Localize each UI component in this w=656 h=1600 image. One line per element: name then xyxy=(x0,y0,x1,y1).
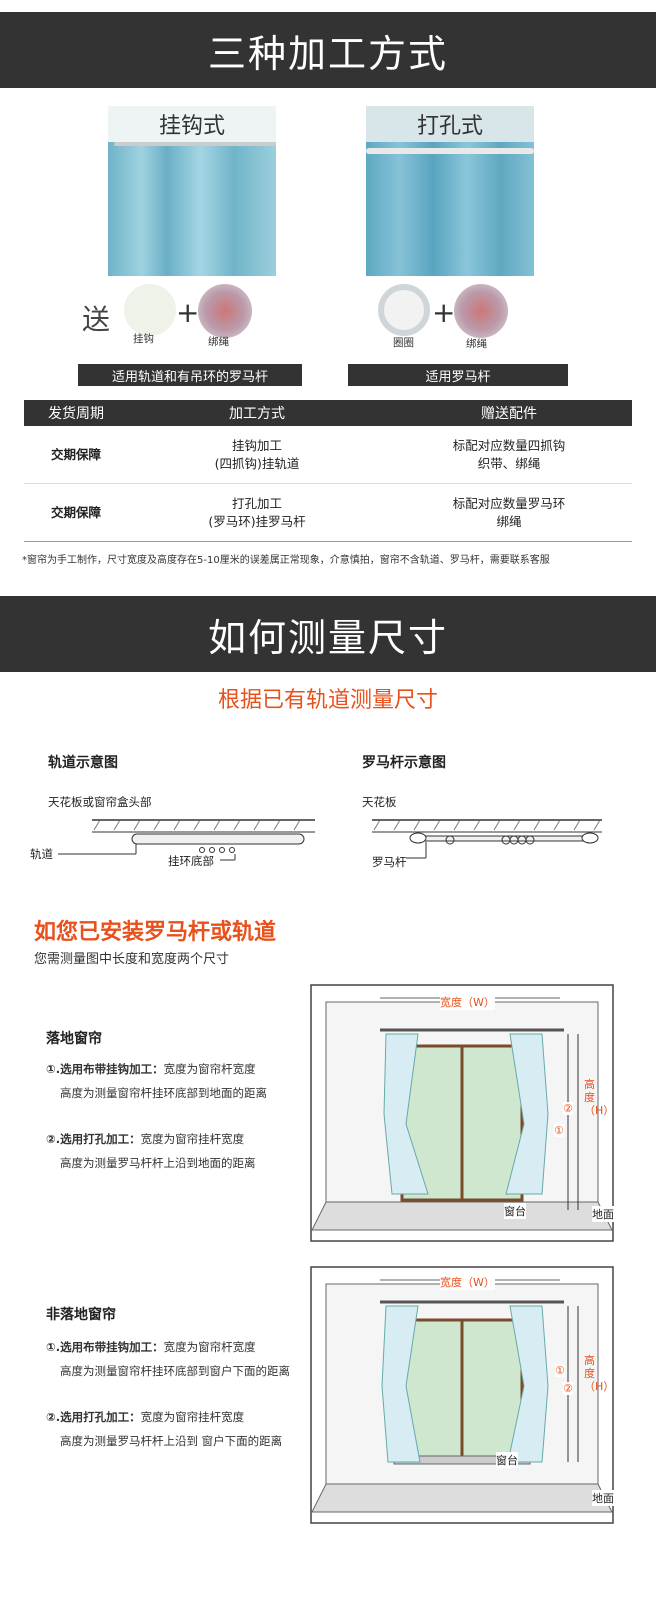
ring-bottom-label: 挂环底部 xyxy=(168,854,214,868)
installed-title: 如您已安装罗马杆或轨道 xyxy=(34,920,277,945)
disclaimer-note: *窗帘为手工制作，尺寸宽度及高度存在5-10厘米的误差属正常现象，介意慎拍，窗帘… xyxy=(22,555,550,566)
track-diagram xyxy=(58,819,315,861)
nonfloor-opt1-line2: 高度为测量窗帘杆挂环底部到窗户下面的距离 xyxy=(60,1364,290,1378)
nonfloor-opt2: ②.选用打孔加工：宽度为窗帘挂杆宽度 xyxy=(46,1408,244,1426)
header-accessory: 赠送配件 xyxy=(481,406,537,422)
gift-prefix: 送 xyxy=(82,303,111,336)
floor-title: 落地窗帘 xyxy=(46,1031,102,1047)
row-method-line2: (罗马环)挂罗马杆 xyxy=(208,513,306,529)
hook-label: 挂钩式 xyxy=(158,114,225,139)
rod-label: 罗马杆 xyxy=(372,855,407,869)
sill-label: 窗台 xyxy=(496,1452,518,1468)
width-label: 宽度（W） xyxy=(440,1274,495,1290)
section2-banner: 如何测量尺寸 xyxy=(0,596,656,672)
floor-opt2-head: ②.选用打孔加工： xyxy=(46,1132,141,1146)
nonfloor-curtain-diagram: 宽度（W） 高度（H） ① ② 窗台 地面 xyxy=(310,1266,614,1524)
height-label: 高度（H） xyxy=(584,1354,614,1393)
hook-accessory-icon xyxy=(124,284,176,336)
row-accessory-line1: 标配对应数量罗马环 xyxy=(452,495,566,511)
rod-ceiling-label: 天花板 xyxy=(362,795,397,809)
plus-icon: + xyxy=(176,296,200,329)
row-accessory: 标配对应数量罗马环 绑绳 xyxy=(386,484,632,541)
num-2: ② xyxy=(563,1102,573,1115)
floor-opt1-text: 宽度为窗帘杆宽度 xyxy=(163,1062,256,1076)
floor-opt2: ②.选用打孔加工：宽度为窗帘挂杆宽度 xyxy=(46,1130,244,1148)
header-method: 加工方式 xyxy=(229,406,285,422)
row-accessory-line2: 绑绳 xyxy=(496,513,522,529)
section1-banner: 三种加工方式 xyxy=(0,12,656,88)
header-period: 发货周期 xyxy=(48,406,104,422)
grommet-usage-text: 适用罗马杆 xyxy=(425,369,491,385)
row-accessory-line1: 标配对应数量四抓钩 xyxy=(452,437,566,453)
nonfloor-opt2-line2: 高度为测量罗马杆杆上沿到 窗户下面的距离 xyxy=(60,1434,283,1448)
row-period: 交期保障 xyxy=(50,504,101,520)
rod-diagram-title: 罗马杆示意图 xyxy=(362,755,446,771)
processing-table: 发货周期 加工方式 赠送配件 交期保障 挂钩加工 (四抓钩)挂轨道 标配对应数量… xyxy=(24,400,632,542)
row-method-line1: 打孔加工 xyxy=(231,495,282,511)
height-label: 高度（H） xyxy=(584,1078,614,1117)
num-2: ② xyxy=(563,1382,573,1395)
rope-icon xyxy=(454,284,508,338)
table-row: 交期保障 打孔加工 (罗马环)挂罗马杆 标配对应数量罗马环 绑绳 xyxy=(24,484,632,542)
floor-label: 地面 xyxy=(592,1490,614,1506)
plus-icon: + xyxy=(432,296,456,329)
hook-usage-bar: 适用轨道和有吊环的罗马杆 xyxy=(78,364,302,386)
floor-opt1: ①.选用布带挂钩加工：宽度为窗帘杆宽度 xyxy=(46,1060,256,1078)
grommet-label: 打孔式 xyxy=(416,114,483,139)
section2-subtitle: 根据已有轨道测量尺寸 xyxy=(217,688,438,713)
row-method-line1: 挂钩加工 xyxy=(231,437,282,453)
floor-label: 地面 xyxy=(592,1206,614,1222)
grommet-item2: 绑绳 xyxy=(466,338,487,350)
grommet-usage-bar: 适用罗马杆 xyxy=(348,364,568,386)
row-accessory: 标配对应数量四抓钩 织带、绑绳 xyxy=(386,426,632,483)
row-method: 打孔加工 (罗马环)挂罗马杆 xyxy=(128,484,386,541)
installed-desc: 您需测量图中长度和宽度两个尺寸 xyxy=(34,952,230,967)
nonfloor-opt2-head: ②.选用打孔加工： xyxy=(46,1410,141,1424)
row-period: 交期保障 xyxy=(50,446,101,462)
section2-title: 如何测量尺寸 xyxy=(207,615,448,660)
num-1: ① xyxy=(555,1364,565,1377)
hook-curtain-photo: 挂钩式 xyxy=(108,106,276,276)
track-label: 轨道 xyxy=(30,847,53,861)
sill-label: 窗台 xyxy=(504,1203,526,1219)
rope-icon xyxy=(198,284,252,338)
nonfloor-opt2-text: 宽度为窗帘挂杆宽度 xyxy=(140,1410,245,1424)
width-label: 宽度（W） xyxy=(440,994,495,1010)
table-row: 交期保障 挂钩加工 (四抓钩)挂轨道 标配对应数量四抓钩 织带、绑绳 xyxy=(24,426,632,484)
row-method: 挂钩加工 (四抓钩)挂轨道 xyxy=(128,426,386,483)
nonfloor-title: 非落地窗帘 xyxy=(46,1307,116,1323)
row-accessory-line2: 织带、绑绳 xyxy=(477,455,541,471)
hook-item2: 绑绳 xyxy=(208,336,229,348)
floor-opt1-line2: 高度为测量窗帘杆挂环底部到地面的距离 xyxy=(60,1086,267,1100)
hook-item1: 挂钩 xyxy=(133,333,154,345)
nonfloor-opt1-text: 宽度为窗帘杆宽度 xyxy=(163,1340,256,1354)
ring-icon xyxy=(378,284,430,336)
rod-diagram xyxy=(372,819,602,859)
grommet-curtain-photo: 打孔式 xyxy=(366,106,534,276)
floor-opt1-head: ①.选用布带挂钩加工： xyxy=(46,1062,164,1076)
hook-usage-text: 适用轨道和有吊环的罗马杆 xyxy=(111,369,268,385)
floor-opt2-text: 宽度为窗帘挂杆宽度 xyxy=(140,1132,245,1146)
grommet-item1: 圈圈 xyxy=(393,337,414,349)
floor-curtain-diagram: 宽度（W） 高度（H） ② ① 窗台 地面 xyxy=(310,984,614,1242)
row-method-line2: (四抓钩)挂轨道 xyxy=(214,455,300,471)
floor-opt2-line2: 高度为测量罗马杆杆上沿到地面的距离 xyxy=(60,1156,256,1170)
table-header: 发货周期 加工方式 赠送配件 xyxy=(24,400,632,426)
track-ceiling-label: 天花板或窗帘盒头部 xyxy=(48,795,152,809)
track-diagram-title: 轨道示意图 xyxy=(48,755,118,771)
section1-title: 三种加工方式 xyxy=(207,31,448,76)
nonfloor-opt1: ①.选用布带挂钩加工：宽度为窗帘杆宽度 xyxy=(46,1338,256,1356)
num-1: ① xyxy=(554,1124,564,1137)
nonfloor-opt1-head: ①.选用布带挂钩加工： xyxy=(46,1340,164,1354)
